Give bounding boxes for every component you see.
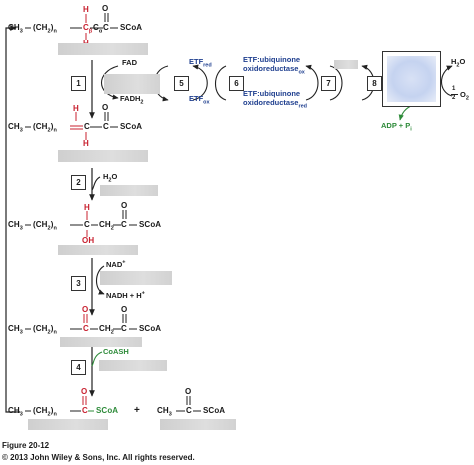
blank-label-hydroxyacyl-coa (58, 245, 138, 255)
h2o-reagent-label: H2O (103, 172, 118, 184)
recycle-loop-arrow (5, 25, 20, 413)
coash-curve-arrow (91, 351, 103, 367)
blank-enzyme-step-2 (100, 185, 158, 196)
blank-enzyme-step-3 (100, 271, 172, 285)
ubq-curve-arrow-2 (305, 64, 319, 101)
h2o-curve-arrow (91, 176, 101, 191)
fadh2-label: FADH2 (120, 94, 144, 106)
blank-label-shortened-acyl-coa (28, 419, 108, 430)
etf-red-label: ETFred (189, 57, 212, 69)
blank-enzyme-step-4 (99, 360, 167, 371)
blank-label-ketoacyl-coa (60, 337, 142, 347)
step-7-box: 7 (321, 76, 336, 91)
ubq-ox-line2: oxidoreductaseox (243, 64, 305, 76)
beta-carbon: Cβ (83, 23, 93, 35)
blank-enzyme-step-1 (104, 74, 160, 94)
step-5-box: 5 (174, 76, 189, 91)
step-3-box: 3 (71, 276, 86, 291)
half-o2-numerator: 1 (452, 86, 456, 92)
fad-curve-arrow (101, 65, 119, 100)
nadh-label: NADH + H+ (106, 290, 145, 300)
half-o2-fraction-bar (451, 94, 458, 95)
ubq-curve-arrow (214, 65, 227, 101)
nad-curve-arrow (95, 265, 105, 295)
blank-q-label (334, 60, 358, 69)
ubq-ox-line1: ETF:ubiquinone (243, 55, 301, 64)
ubq-red-line2: oxidoreductasered (243, 98, 307, 110)
fad-label: FAD (122, 58, 137, 67)
half-o2-denominator: 2 (452, 95, 456, 101)
etf-curve-arrow-2 (192, 64, 208, 101)
respiratory-chain-blank (387, 56, 436, 102)
blank-label-acetyl-coa (160, 419, 236, 430)
respiratory-chain-box (382, 51, 441, 107)
step-4-box: 4 (71, 360, 86, 375)
blank-label-acyl-coa (58, 43, 148, 55)
o2-label: O2 (460, 90, 469, 102)
q-curve-arrow (329, 65, 343, 101)
step-2-box: 2 (71, 175, 86, 190)
alpha-carbon: Cα (93, 23, 103, 35)
adp-pi-label: ADP + Pi (381, 121, 412, 133)
blank-label-enoyl-coa (58, 150, 148, 162)
etf-ox-label: ETFox (189, 94, 210, 106)
plus-sign: + (134, 405, 140, 416)
figure-caption: Figure 20-12 (2, 441, 50, 450)
h2o-product-label: H2O (451, 57, 466, 69)
step-1-box: 1 (71, 76, 86, 91)
coash-label: CoASH (103, 347, 129, 356)
ubq-red-line1: ETF:ubiquinone (243, 89, 301, 98)
nad-label: NAD+ (106, 259, 126, 269)
step-6-box: 6 (229, 76, 244, 91)
bonds (25, 13, 201, 412)
copyright-caption: © 2013 John Wiley & Sons, Inc. All right… (2, 453, 195, 462)
o2-curve-arrow (440, 65, 453, 97)
step-8-box: 8 (367, 76, 382, 91)
